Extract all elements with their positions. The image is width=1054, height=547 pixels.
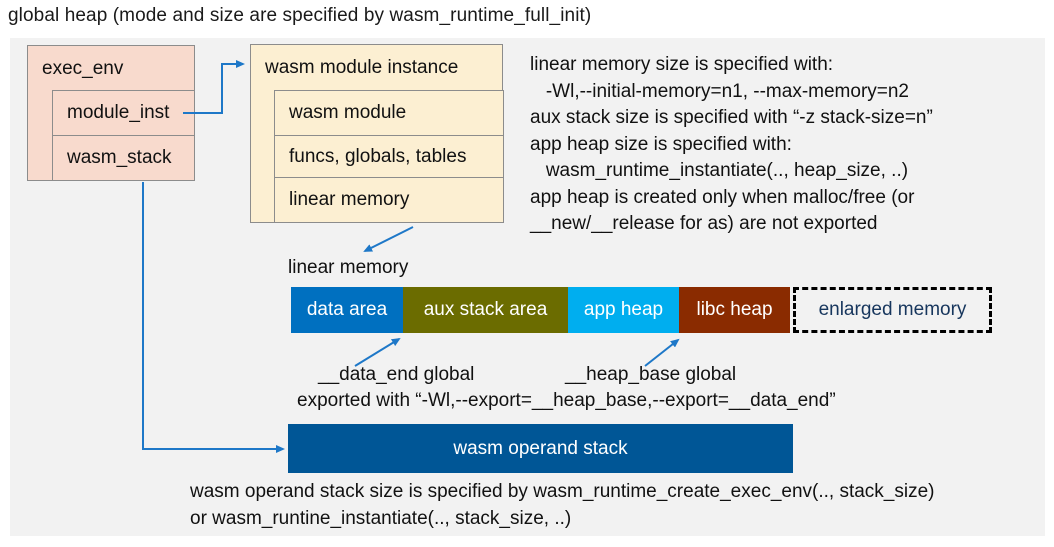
exported-flags-label: exported with “-Wl,--export=__heap_base,… xyxy=(297,390,836,411)
note-line: -Wl,--initial-memory=n1, --max-memory=n2 xyxy=(530,80,909,102)
operand-stack-size-notes: wasm operand stack size is specified by … xyxy=(190,479,1050,532)
diagram-title: global heap (mode and size are specified… xyxy=(8,5,592,26)
enlarged-memory-segment: enlarged memory xyxy=(793,287,992,333)
note-line: app heap is created only when malloc/fre… xyxy=(530,186,915,208)
wasm-module-instance-box: wasm module instance wasm module funcs, … xyxy=(250,44,504,223)
data-area-segment: data area xyxy=(291,287,403,333)
app-heap-segment: app heap xyxy=(568,287,679,333)
note-line: __new/__release for as) are not exported xyxy=(530,213,878,234)
wasm-module-cell: wasm module xyxy=(274,90,504,136)
wasm-stack-cell: wasm_stack xyxy=(52,135,195,181)
exec-env-box: exec_env module_inst wasm_stack xyxy=(27,45,195,181)
note-line: linear memory size is specified with: xyxy=(530,54,834,75)
data-end-global-label: __data_end global xyxy=(318,364,475,385)
funcs-globals-tables-cell: funcs, globals, tables xyxy=(274,135,504,178)
libc-heap-segment: libc heap xyxy=(679,287,790,333)
linear-memory-bar-title: linear memory xyxy=(288,257,409,278)
footer-line: or wasm_runtine_instantiate(.., stack_si… xyxy=(190,507,572,529)
linear-memory-cell: linear memory xyxy=(274,177,504,223)
wasm-operand-stack-bar: wasm operand stack xyxy=(288,424,793,473)
footer-line: wasm operand stack size is specified by … xyxy=(190,481,935,502)
aux-stack-area-segment: aux stack area xyxy=(403,287,568,333)
note-line: wasm_runtime_instantiate(.., heap_size, … xyxy=(530,160,909,181)
memory-size-notes: linear memory size is specified with: -W… xyxy=(530,52,1045,238)
note-line: aux stack size is specified with “-z sta… xyxy=(530,107,933,128)
module-inst-cell: module_inst xyxy=(52,90,195,136)
exec-env-label: exec_env xyxy=(42,58,124,79)
note-line: app heap size is specified with: xyxy=(530,133,792,155)
heap-base-global-label: __heap_base global xyxy=(565,364,737,385)
wasm-module-instance-label: wasm module instance xyxy=(265,57,459,78)
